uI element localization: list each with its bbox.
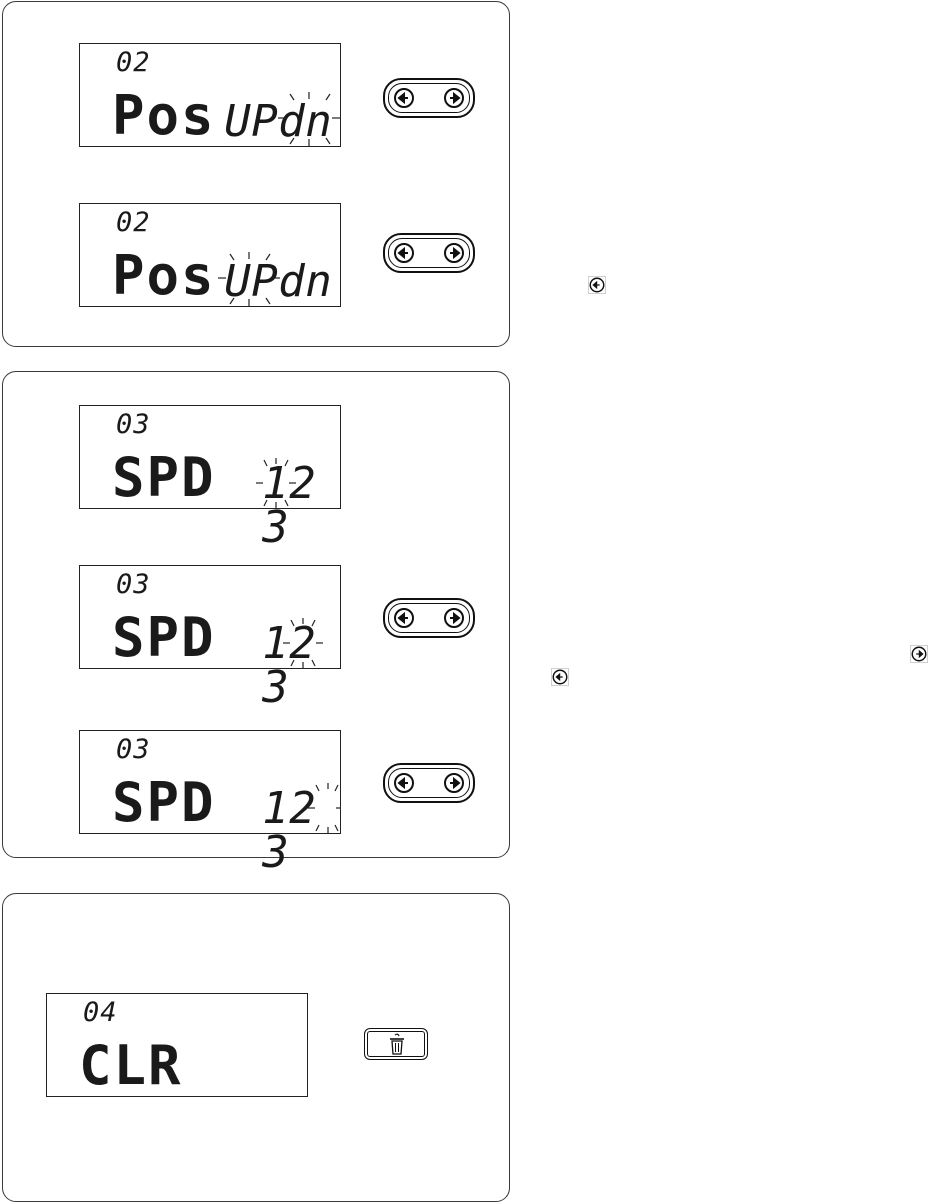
right-arrow-icon bbox=[444, 88, 464, 108]
lcd-char: n bbox=[305, 96, 332, 147]
lcd-word: CLR bbox=[79, 1034, 183, 1097]
lcd-word: Pos bbox=[112, 244, 216, 307]
right-arrow-icon bbox=[444, 608, 464, 628]
circled-left-arrow-icon bbox=[551, 668, 569, 686]
left-arrow-icon bbox=[394, 608, 414, 628]
lcd-screen-spd-3: 03 SPD 123 bbox=[79, 730, 341, 875]
lcd-char: 1 bbox=[262, 618, 289, 669]
lcd-code: 03 bbox=[116, 734, 151, 765]
lcd-code: 03 bbox=[116, 409, 151, 440]
left-right-arrow-button[interactable] bbox=[383, 78, 475, 118]
lcd-char: 1 bbox=[262, 783, 289, 834]
left-arrow-icon bbox=[394, 88, 414, 108]
left-arrow-icon bbox=[394, 773, 414, 793]
lcd-screen-spd-1: 03 SPD 123 bbox=[79, 405, 341, 550]
lcd-screen-pos-dn: 02 Pos UPdn bbox=[79, 43, 341, 147]
lcd-char: 3 bbox=[262, 662, 289, 713]
lcd-screen-spd-2: 03 SPD 123 bbox=[79, 565, 341, 710]
lcd-char: d bbox=[278, 96, 305, 147]
lcd-char: 2 bbox=[289, 618, 316, 669]
lcd-screen-pos-up: 02 Pos UPdn bbox=[79, 203, 341, 307]
lcd-value: UPdn bbox=[224, 260, 332, 304]
lcd-word: SPD bbox=[112, 446, 216, 509]
circled-right-arrow-icon bbox=[910, 645, 928, 663]
lcd-value: UPdn bbox=[224, 100, 332, 144]
circled-left-arrow-icon bbox=[588, 276, 606, 294]
lcd-char: P bbox=[251, 256, 278, 307]
lcd-word: SPD bbox=[112, 771, 216, 834]
clear-button[interactable] bbox=[364, 1028, 428, 1060]
left-right-arrow-button[interactable] bbox=[383, 763, 475, 803]
lcd-char: d bbox=[278, 256, 305, 307]
trash-bin-icon bbox=[390, 1033, 404, 1055]
lcd-char: 2 bbox=[289, 458, 316, 509]
lcd-code: 03 bbox=[116, 569, 151, 600]
lcd-code: 02 bbox=[116, 47, 151, 78]
lcd-char: 3 bbox=[262, 502, 289, 553]
lcd-char: 3 bbox=[262, 827, 289, 878]
left-right-arrow-button[interactable] bbox=[383, 233, 475, 273]
lcd-word: Pos bbox=[112, 84, 216, 147]
lcd-value: 123 bbox=[262, 787, 340, 875]
lcd-char: U bbox=[224, 96, 251, 147]
lcd-char: 2 bbox=[289, 783, 316, 834]
lcd-value: 123 bbox=[262, 462, 340, 550]
right-arrow-icon bbox=[444, 773, 464, 793]
lcd-char: n bbox=[305, 256, 332, 307]
lcd-char: 1 bbox=[262, 458, 289, 509]
lcd-char: U bbox=[224, 256, 251, 307]
lcd-word: SPD bbox=[112, 606, 216, 669]
lcd-screen-clr: 04 CLR bbox=[46, 993, 308, 1097]
lcd-code: 02 bbox=[116, 207, 151, 238]
right-arrow-icon bbox=[444, 243, 464, 263]
left-right-arrow-button[interactable] bbox=[383, 598, 475, 638]
lcd-char: P bbox=[251, 96, 278, 147]
left-arrow-icon bbox=[394, 243, 414, 263]
lcd-value: 123 bbox=[262, 622, 340, 710]
lcd-code: 04 bbox=[83, 997, 118, 1028]
